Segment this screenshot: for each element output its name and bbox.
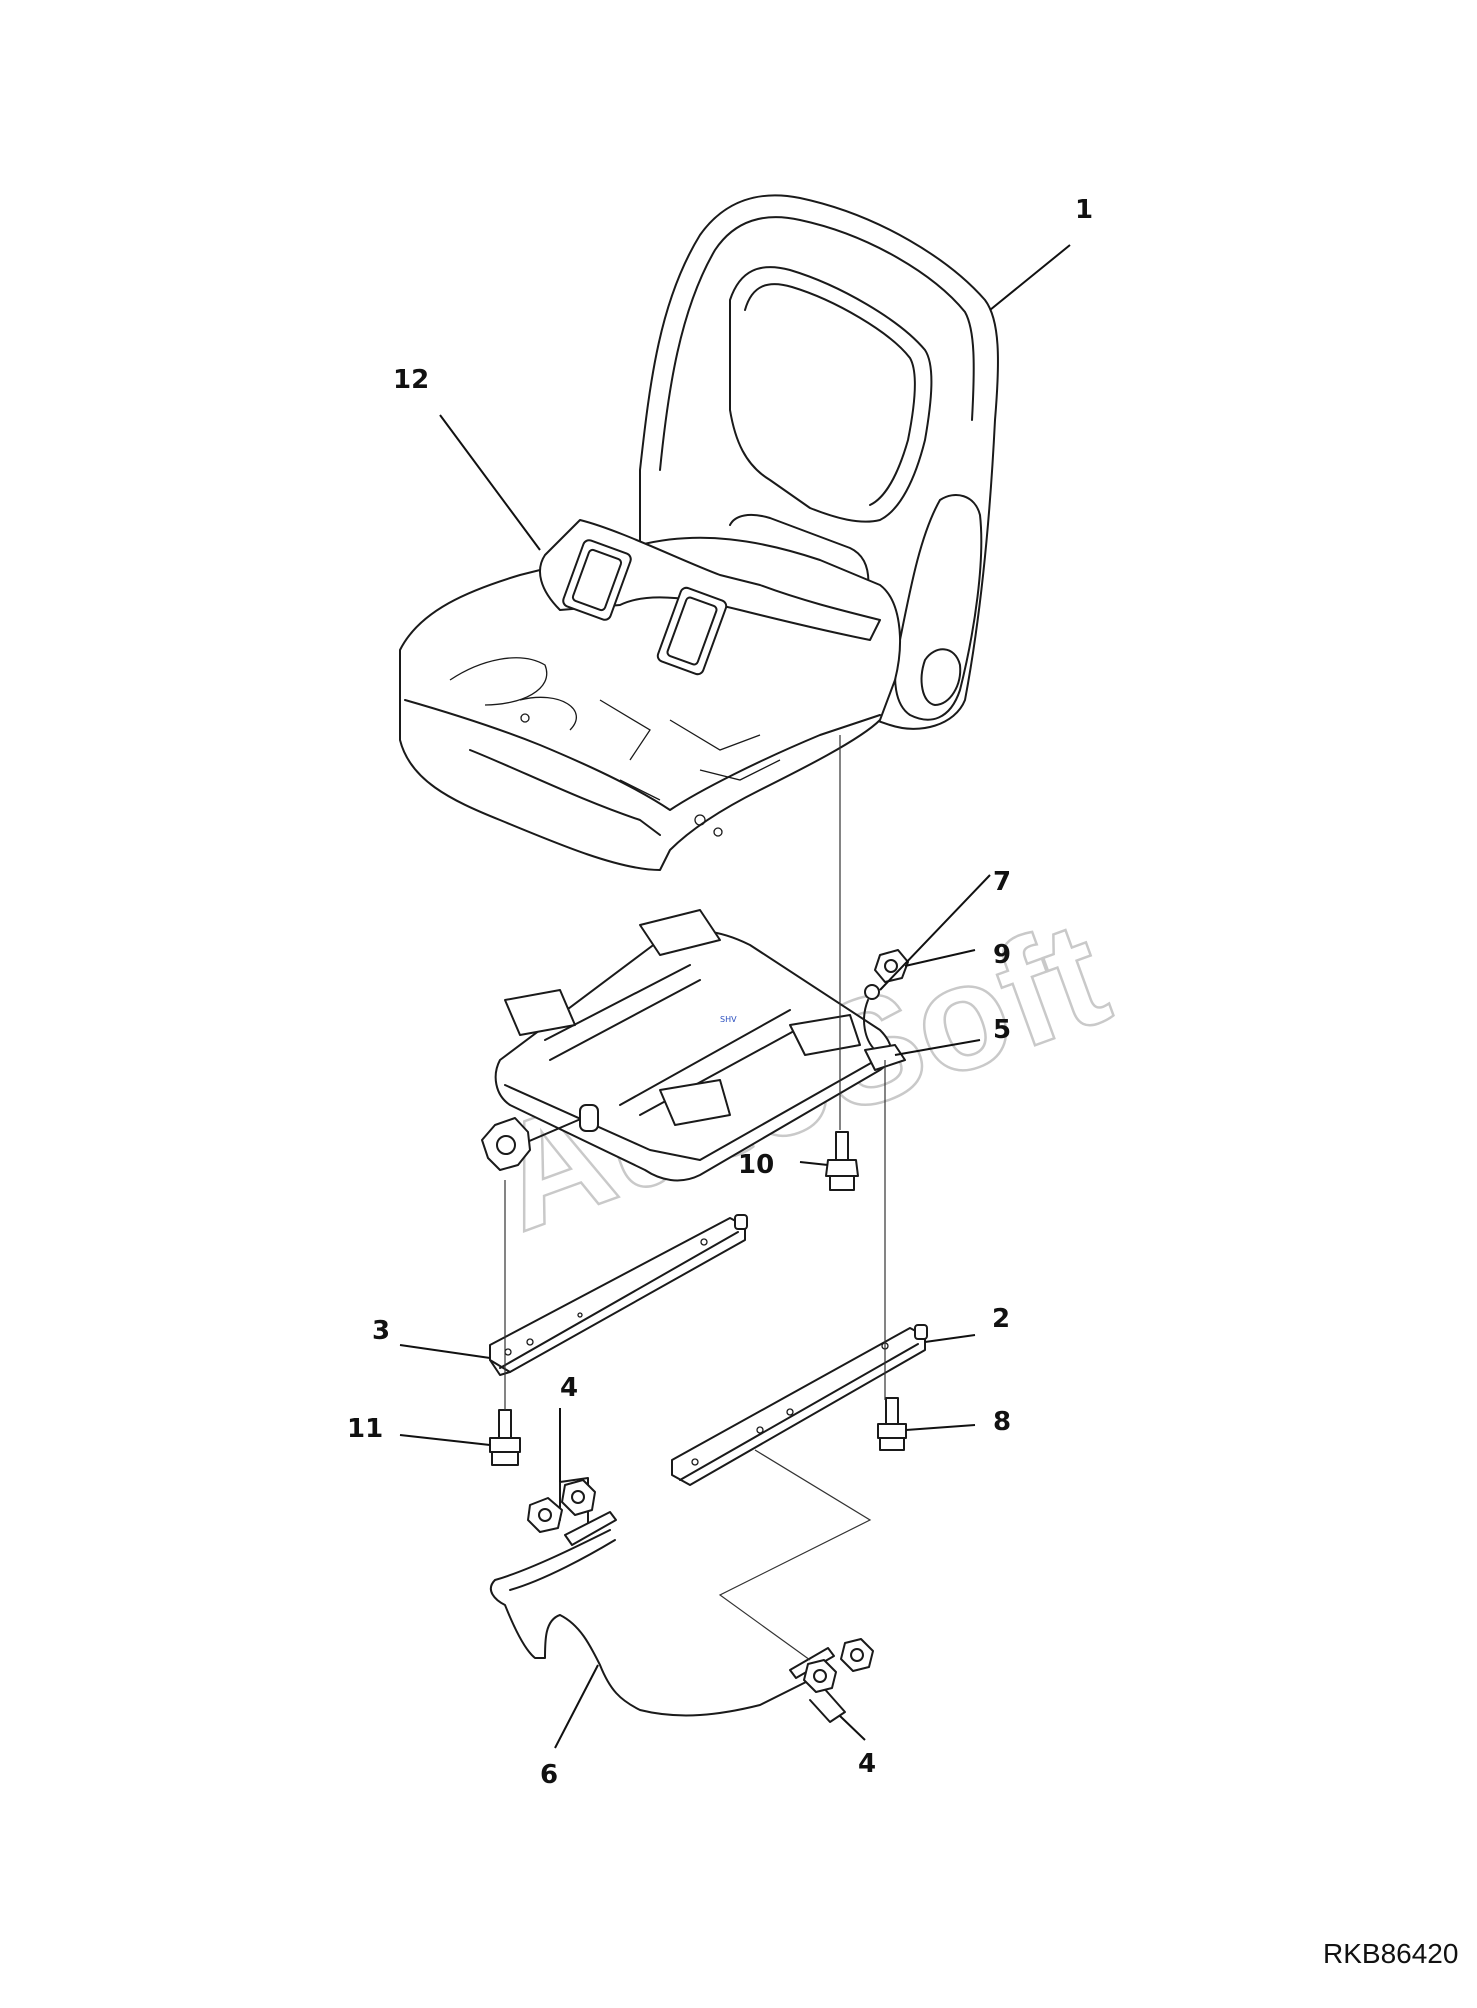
- part-label-4-upper: 4: [560, 1373, 578, 1403]
- seat-base-plate[interactable]: SHV: [481, 909, 893, 1182]
- part-label-3: 3: [372, 1316, 390, 1346]
- svg-text:SHV: SHV: [720, 1015, 737, 1024]
- part-label-5: 5: [993, 1015, 1011, 1045]
- seat-rail-left[interactable]: [489, 1214, 748, 1376]
- seat-rail-right[interactable]: [671, 1324, 928, 1486]
- part-label-9: 9: [993, 940, 1011, 970]
- part-label-10: 10: [738, 1150, 774, 1180]
- bolt-8[interactable]: [877, 1397, 907, 1451]
- part-label-11: 11: [347, 1414, 383, 1444]
- seat-assembly[interactable]: [399, 194, 999, 871]
- part-label-4-lower: 4: [858, 1749, 876, 1779]
- lock-nut-pair-lower[interactable]: [803, 1638, 874, 1723]
- drawing-code: RKB86420: [1323, 1938, 1458, 1969]
- seat-switch[interactable]: [863, 984, 906, 1071]
- leader-lines: [399, 244, 1071, 1749]
- hex-nut[interactable]: [874, 949, 909, 983]
- part-label-1: 1: [1075, 195, 1093, 225]
- part-label-12: 12: [393, 365, 429, 395]
- alignment-lines: [504, 735, 886, 1661]
- bolt-10[interactable]: [825, 1131, 859, 1191]
- bolt-11[interactable]: [489, 1409, 521, 1466]
- part-label-8: 8: [993, 1407, 1011, 1437]
- lock-nut-pair-upper[interactable]: [527, 1477, 596, 1533]
- seat-switch-harness[interactable]: [489, 1511, 835, 1717]
- part-number-labels: 1 12 7 9 5 10 3 2 4 11 8 6 4: [347, 195, 1093, 1790]
- part-label-6: 6: [540, 1760, 558, 1790]
- part-label-2: 2: [992, 1304, 1010, 1334]
- part-label-7: 7: [993, 867, 1011, 897]
